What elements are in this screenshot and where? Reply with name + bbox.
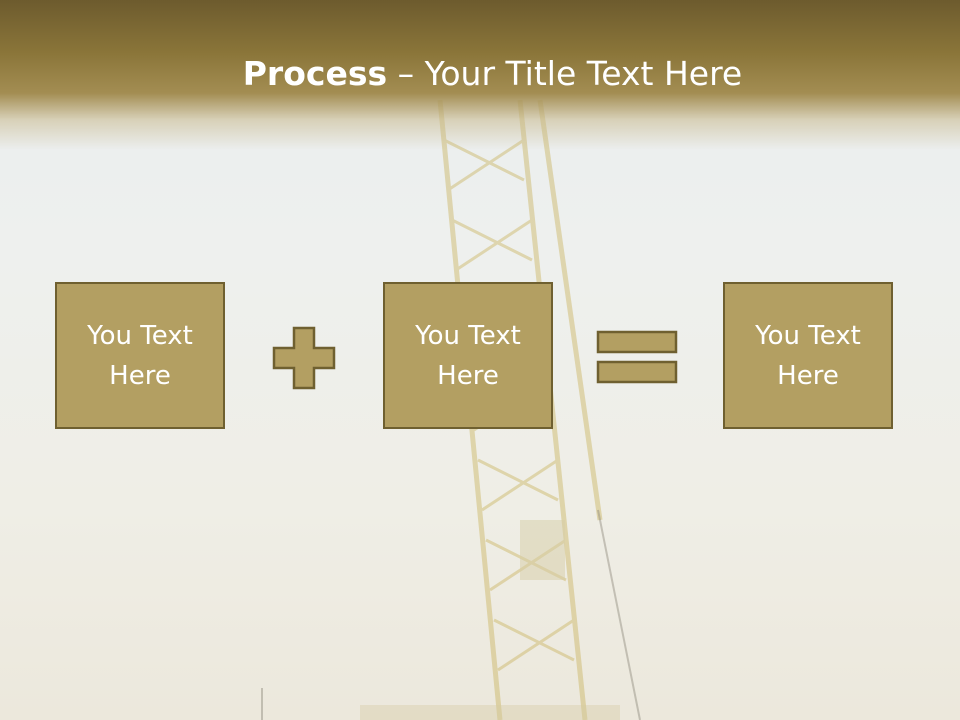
process-box-1-line2: Here bbox=[109, 360, 171, 391]
title-rest-part: – Your Title Text Here bbox=[387, 54, 743, 93]
equals-icon bbox=[596, 330, 678, 384]
process-box-2-line2: Here bbox=[437, 360, 499, 391]
slide-title: Process – Your Title Text Here bbox=[0, 52, 960, 96]
plus-icon bbox=[272, 326, 336, 390]
process-box-3-line1: You Text bbox=[755, 320, 861, 351]
title-bar: Process – Your Title Text Here bbox=[0, 0, 960, 150]
title-bold-part: Process bbox=[242, 54, 388, 93]
process-box-1-line1: You Text bbox=[87, 320, 193, 351]
process-box-3-line2: Here bbox=[777, 360, 839, 391]
process-box-2-line1: You Text bbox=[415, 320, 521, 351]
